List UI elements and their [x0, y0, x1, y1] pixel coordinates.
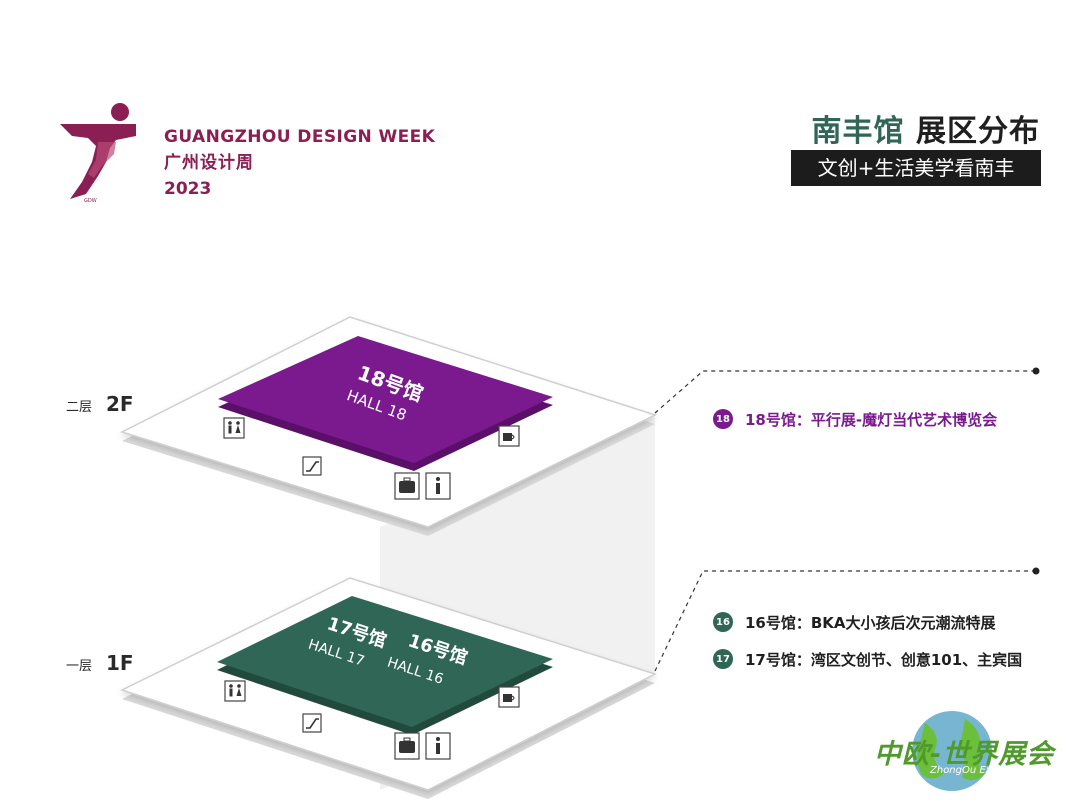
brand-block: GUANGZHOU DESIGN WEEK 广州设计周 2023 [164, 124, 435, 202]
hall-16-17-block [217, 596, 553, 735]
leader-line-2f [654, 370, 1035, 414]
brand-chinese: 广州设计周 [164, 153, 254, 173]
escalator-icon [302, 456, 322, 476]
info-icon [425, 732, 451, 760]
floor-label-2f: 二层 2F [66, 392, 134, 416]
legend-item-16: 16 16号馆：BKA大小孩后次元潮流特展 [713, 611, 996, 633]
svg-text:GDW: GDW [84, 198, 97, 202]
info-icon [425, 472, 451, 500]
page-title: 南丰馆 展区分布 [812, 106, 1040, 150]
luggage-icon [394, 732, 420, 760]
floor-2f-cn: 二层 [66, 400, 93, 415]
legend-number: 18 [713, 409, 733, 429]
hall-18-block [218, 336, 553, 471]
legend-item-17: 17 17号馆：湾区文创节、创意101、主宾国 [713, 648, 1022, 670]
legend-number: 16 [713, 612, 733, 632]
title-accent: 南丰馆 [811, 114, 905, 149]
title-rest: 展区分布 [916, 114, 1040, 149]
escalator-icon [302, 713, 322, 733]
globe-watermark-icon [912, 711, 992, 791]
subtitle-bar: 文创+生活美学看南丰 [791, 150, 1041, 186]
restroom-icon [224, 680, 246, 702]
watermark-text: 中欧-世界展会 [874, 739, 1055, 770]
floor-1f-en: 1F [106, 651, 134, 675]
brand-english: GUANGZHOU DESIGN WEEK [164, 127, 436, 147]
cafe-icon [498, 425, 520, 447]
floor-1f-cn: 一层 [66, 659, 93, 674]
floor-2f-en: 2F [106, 392, 134, 416]
brand-year: 2023 [164, 179, 212, 199]
legend-number: 17 [713, 649, 733, 669]
legend-text: 17号馆：湾区文创节、创意101、主宾国 [745, 650, 1023, 669]
legend-text: 16号馆：BKA大小孩后次元潮流特展 [745, 613, 996, 632]
watermark-subtext: ZhongOu Expo [930, 765, 1005, 776]
restroom-icon [223, 417, 245, 439]
legend-text: 18号馆：平行展-魔灯当代艺术博览会 [745, 410, 998, 429]
luggage-icon [394, 472, 420, 500]
floor-label-1f: 一层 1F [66, 651, 134, 675]
cafe-icon [498, 686, 520, 708]
leader-dot-1f [1032, 567, 1040, 575]
leader-dot-2f [1032, 367, 1040, 375]
gdw-logo: GDW [60, 103, 136, 202]
legend-item-18: 18 18号馆：平行展-魔灯当代艺术博览会 [713, 408, 997, 430]
